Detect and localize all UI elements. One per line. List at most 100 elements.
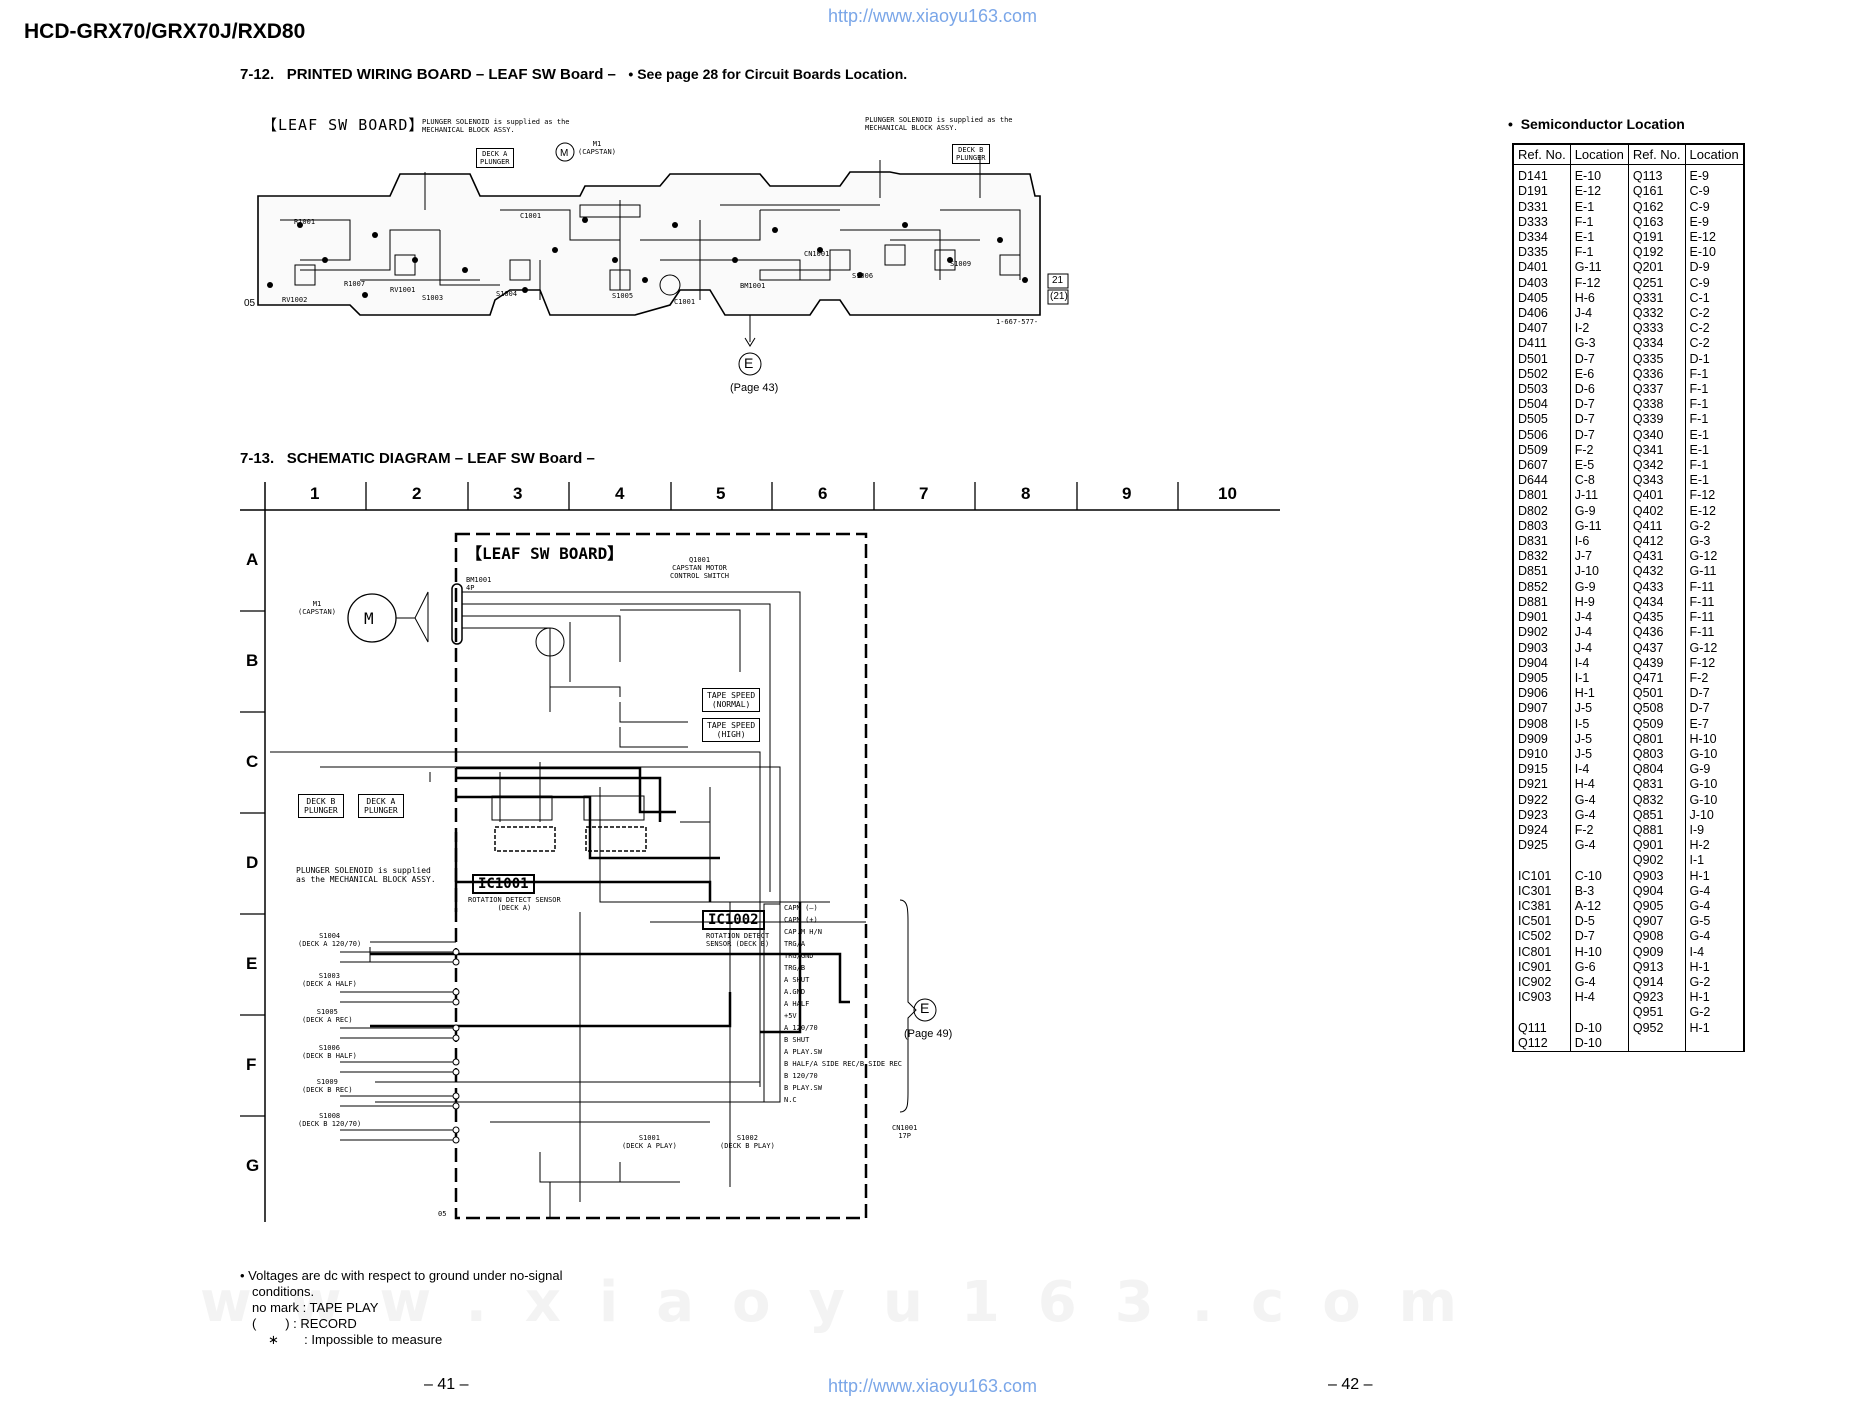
pwb-label: S1006 xyxy=(852,272,874,280)
ref-no-cell: Q804 xyxy=(1627,762,1686,778)
row-header: F xyxy=(246,1055,257,1074)
note-line: no mark : TAPE PLAY xyxy=(252,1300,379,1315)
location-cell: E-1 xyxy=(1684,442,1744,459)
location-cell: F-1 xyxy=(1684,412,1744,428)
ref-no-cell: Q431 xyxy=(1627,549,1686,565)
ref-no-cell: D334 xyxy=(1513,230,1571,246)
ref-no-cell: D505 xyxy=(1513,412,1571,428)
ref-no-cell: Q163 xyxy=(1627,214,1686,231)
location-cell: G-3 xyxy=(1569,336,1629,352)
semiconductor-title: • Semiconductor Location xyxy=(1508,116,1685,132)
ref-no-cell: D852 xyxy=(1513,579,1571,595)
ref-no-cell: Q432 xyxy=(1627,564,1686,580)
location-cell: E-7 xyxy=(1684,716,1744,732)
location-cell: E-6 xyxy=(1569,366,1629,383)
pwb-section-title: 7-12. PRINTED WIRING BOARD – LEAF SW Boa… xyxy=(240,66,907,83)
ref-no-cell: D922 xyxy=(1513,792,1571,808)
ref-no-cell: D909 xyxy=(1513,731,1571,747)
row-header: B xyxy=(246,651,259,670)
cn-pin-label: N.C xyxy=(784,1096,797,1104)
cn-pin-label: A 120/70 xyxy=(784,1024,818,1032)
ref-no-cell: IC902 xyxy=(1513,974,1571,991)
ref-no-cell: D915 xyxy=(1513,762,1571,778)
top-url[interactable]: http://www.xiaoyu163.com xyxy=(827,6,1038,26)
pwb-label: S1003 xyxy=(422,294,444,302)
ref-no-cell: D407 xyxy=(1513,321,1571,337)
pwb-num-21b: (21) xyxy=(1050,291,1068,302)
ref-no-cell: D607 xyxy=(1513,458,1571,474)
ref-no-cell: D803 xyxy=(1513,518,1571,535)
location-cell: G-6 xyxy=(1569,959,1629,975)
bottom-switch-label: S1001 (DECK A PLAY) xyxy=(622,1134,677,1150)
ref-no-cell: D191 xyxy=(1513,184,1571,200)
ref-no-cell: Q471 xyxy=(1627,670,1686,687)
ref-no-cell: Q191 xyxy=(1627,230,1686,246)
cn-pin-label: TRG/GND xyxy=(784,952,814,960)
location-cell: E-10 xyxy=(1684,245,1744,261)
ref-no-cell: Q161 xyxy=(1627,184,1686,200)
location-cell: F-11 xyxy=(1684,610,1744,626)
ref-no-cell: Q904 xyxy=(1627,883,1686,899)
location-cell: E-12 xyxy=(1684,230,1744,246)
location-cell: I-6 xyxy=(1569,534,1629,550)
ref-no-cell: Q340 xyxy=(1627,427,1686,443)
bm1001-label: BM1001 4P xyxy=(466,576,492,592)
row-header: A xyxy=(246,550,259,569)
cn-pin-label: A HALF xyxy=(784,1000,810,1008)
ref-no-cell: Q434 xyxy=(1627,594,1686,611)
ref-no-cell: Q339 xyxy=(1627,412,1686,428)
col-header: 9 xyxy=(1122,484,1132,503)
ref-no-cell: Q333 xyxy=(1627,321,1686,337)
location-cell: F-1 xyxy=(1569,214,1629,231)
bottom-url[interactable]: http://www.xiaoyu163.com xyxy=(827,1376,1038,1396)
semiconductor-table: Ref. No. Location Ref. No. Location D141… xyxy=(1513,143,1744,1051)
row-header: C xyxy=(246,752,259,771)
location-cell: F-1 xyxy=(1684,366,1744,383)
ref-no-cell: Q162 xyxy=(1627,199,1686,215)
q1001-label: Q1001 CAPSTAN MOTOR CONTROL SWITCH xyxy=(670,556,730,580)
cn-pin-label: A.GND xyxy=(784,988,806,996)
location-cell: I-2 xyxy=(1569,321,1629,337)
ref-no-cell: Q337 xyxy=(1627,382,1686,398)
semiconductor-title-text: Semiconductor Location xyxy=(1520,116,1685,132)
ref-no-cell xyxy=(1513,1005,1571,1021)
location-cell: H-6 xyxy=(1569,290,1629,307)
ref-no-cell: Q338 xyxy=(1627,397,1686,413)
ref-no-cell: Q437 xyxy=(1627,640,1686,656)
col-header: 2 xyxy=(412,484,422,503)
location-cell: J-5 xyxy=(1569,701,1629,717)
pwb-plunger-note-right: PLUNGER SOLENOID is supplied as the MECH… xyxy=(865,116,1013,132)
location-cell: I-5 xyxy=(1569,716,1629,732)
location-cell: C-2 xyxy=(1684,336,1744,352)
col-header: 4 xyxy=(615,484,625,503)
pwb-board-label: 【LEAF SW BOARD】 xyxy=(262,116,425,134)
ref-no-cell: Q907 xyxy=(1627,914,1686,930)
ref-no-cell: Q201 xyxy=(1627,260,1686,276)
ref-no-cell xyxy=(1513,853,1571,869)
ref-no-cell: Q341 xyxy=(1627,442,1686,459)
col-header: 6 xyxy=(818,484,828,503)
ref-no-cell: D921 xyxy=(1513,777,1571,793)
ref-no-cell: Q803 xyxy=(1627,746,1686,763)
ref-no-cell: IC903 xyxy=(1513,990,1571,1006)
ref-no-cell: D506 xyxy=(1513,427,1571,443)
pwb-label: S1009 xyxy=(950,260,972,268)
ref-no-cell: Q851 xyxy=(1627,807,1686,823)
